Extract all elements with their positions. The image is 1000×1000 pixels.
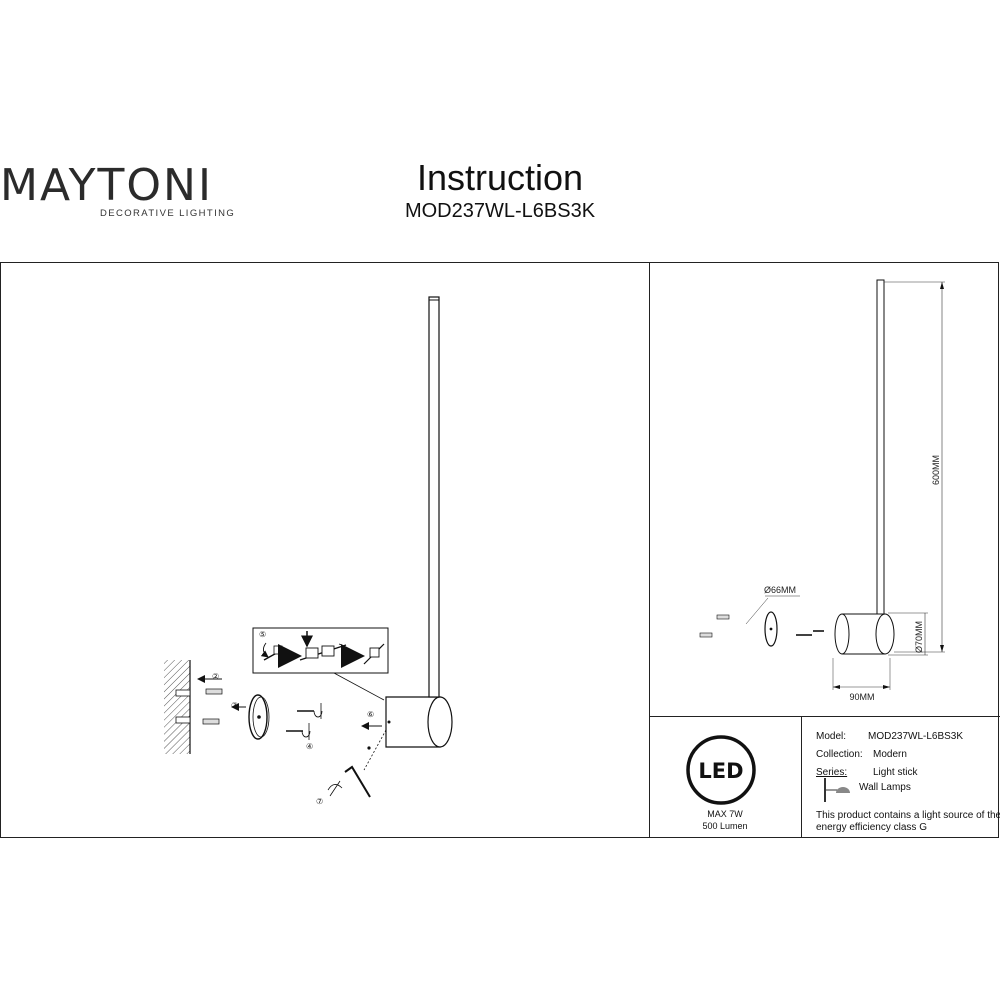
brand-tagline: DECORATIVE LIGHTING [100, 208, 236, 219]
series-label: Series: [816, 767, 848, 778]
led-specs: MAX 7W 500 Lumen [680, 808, 770, 832]
collection-label: Collection: [816, 749, 863, 760]
step-labels: ② ③ ④ ⑤ ⑥ ⑦ [212, 630, 374, 806]
dim-body-label: Ø70MM [914, 621, 924, 653]
lamp-type: Wall Lamps [859, 782, 911, 793]
brand-name: MAYTONI [0, 160, 213, 211]
model-value: MOD237WL-L6BS3K [868, 731, 964, 742]
dim-height-label: 600MM [931, 455, 941, 485]
led-icon-text: LED [698, 759, 743, 783]
page-title: Instruction [416, 157, 584, 198]
step-label-7: ⑦ [316, 797, 323, 806]
series-value: Light stick [873, 767, 918, 778]
step-label-5: ⑤ [259, 630, 266, 639]
step-label-2: ② [212, 672, 219, 681]
dim-canopy-label: Ø66MM [764, 585, 796, 595]
step-label-6: ⑥ [367, 710, 374, 719]
panel-divider-vertical [649, 262, 650, 838]
panel-divider-horizontal [649, 716, 1000, 717]
instruction-frame [0, 262, 999, 838]
led-icon: LED [686, 735, 756, 805]
wall-hatch [164, 660, 190, 754]
power-rating: MAX 7W [707, 809, 743, 819]
step-label-4: ④ [306, 742, 313, 751]
step-label-3: ③ [231, 701, 238, 710]
installation-drawing [164, 296, 453, 798]
model-code: MOD237WL-L6BS3K [404, 200, 596, 222]
dimension-drawing [699, 279, 945, 690]
collection-value: Modern [873, 749, 907, 760]
lumen-rating: 500 Lumen [702, 821, 748, 831]
energy-class-note: This product contains a light source of … [816, 810, 1000, 833]
wall-lamp-icon [824, 778, 850, 802]
model-label: Model: [816, 731, 847, 742]
specs-divider [801, 716, 802, 838]
dim-depth-label: 90MM [849, 692, 874, 702]
